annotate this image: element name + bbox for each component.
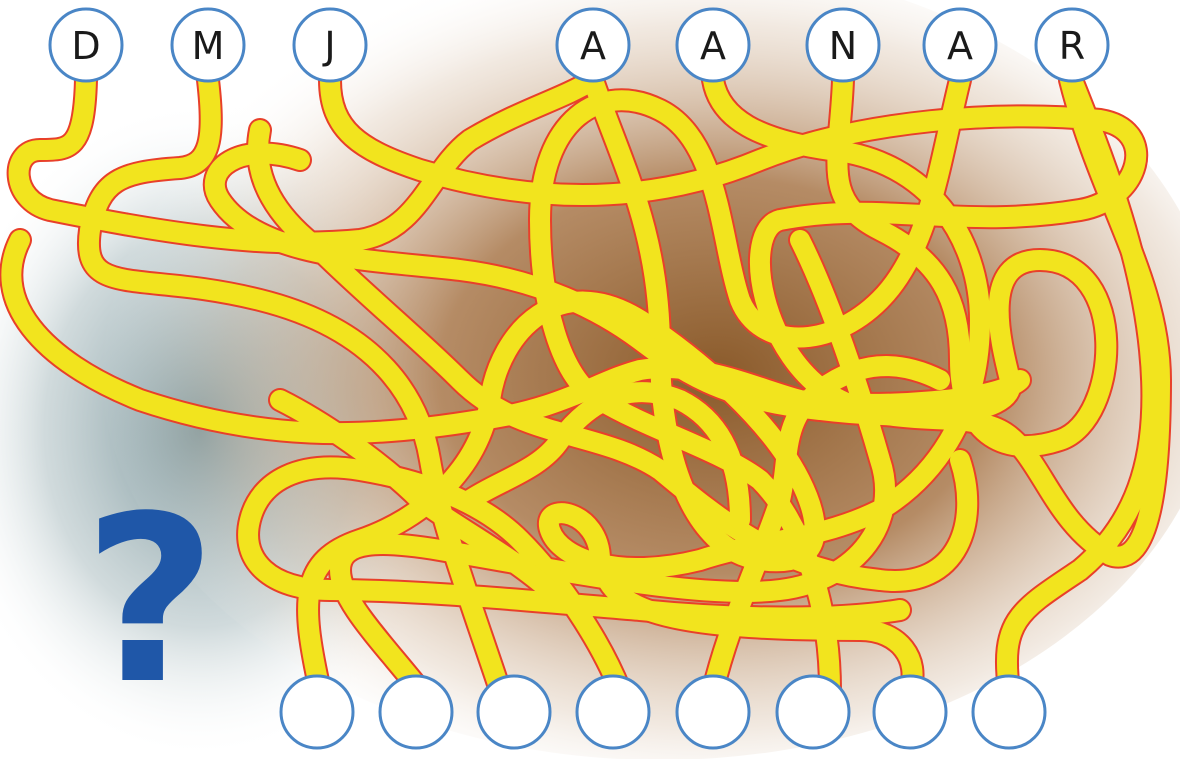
bottom-answer-row (279, 674, 1047, 750)
letter-circle-r: R (1034, 7, 1110, 83)
letter-d: D (71, 24, 100, 68)
noodle-strand (703, 356, 950, 700)
noodle-strand (1, 230, 1030, 444)
answer-slot-4[interactable] (575, 674, 651, 750)
noodle-strand (238, 457, 910, 700)
top-letter-row: D M J A A N A R (48, 7, 1110, 83)
letter-n: N (829, 24, 857, 68)
noodle-strand (530, 70, 970, 700)
letter-a: A (700, 24, 726, 68)
letter-circle-d: D (48, 7, 124, 83)
noodle-strand (248, 120, 978, 591)
noodle-strands (0, 68, 1172, 702)
noodle-strand (8, 70, 603, 253)
answer-slot-2[interactable] (378, 674, 454, 750)
noodle-strand (320, 70, 1170, 567)
letter-circle-j: J (292, 7, 368, 83)
letter-circle-a-3: A (922, 7, 998, 83)
letter-circle-a-2: A (675, 7, 751, 83)
answer-slot-7[interactable] (872, 674, 948, 750)
letter-r: R (1059, 24, 1085, 68)
letter-m: M (192, 24, 225, 68)
answer-slot-5[interactable] (675, 674, 751, 750)
noodle-strand (270, 390, 570, 610)
answer-slot-8[interactable] (971, 674, 1047, 750)
answer-slot-3[interactable] (476, 674, 552, 750)
noodle-strand (460, 382, 750, 530)
letter-j: J (322, 24, 335, 68)
question-mark-icon: ? (83, 468, 216, 735)
noodle-strand (330, 230, 895, 700)
noodle-strand (996, 70, 1163, 700)
answer-slot-6[interactable] (775, 674, 851, 750)
letter-circle-m: M (170, 7, 246, 83)
letter-a: A (580, 24, 606, 68)
letter-circle-a-1: A (555, 7, 631, 83)
letter-circle-n: N (805, 7, 881, 83)
answer-slot-1[interactable] (279, 674, 355, 750)
letter-a: A (947, 24, 973, 68)
